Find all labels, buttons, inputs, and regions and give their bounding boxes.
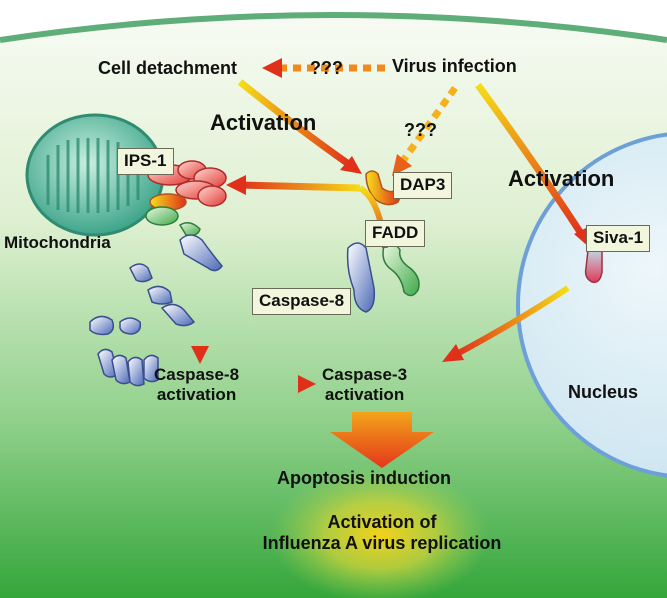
nucleus-label: Nucleus — [568, 382, 639, 402]
caspase8-activation-line2: activation — [156, 384, 237, 404]
replication-line1: Activation of — [327, 512, 437, 532]
caspase3-activation-line2: activation — [324, 384, 405, 404]
apoptosis-arrow — [330, 412, 434, 468]
arrowhead-detachment — [262, 58, 282, 78]
arrowhead-casp3 — [298, 375, 316, 393]
arrow-siva1-to-casp3 — [453, 285, 570, 358]
unknown-link-label-1: ??? — [310, 58, 343, 78]
caspase8-activation-line1: Caspase-8 — [154, 365, 240, 384]
arrow-detachment-to-dap3 — [237, 79, 353, 168]
arrow-virus-to-siva1 — [475, 82, 585, 237]
replication-glow — [270, 467, 490, 598]
dotted-arrow-virus-to-dap3 — [397, 85, 458, 168]
caspase3-activation-line1: Caspase-3 — [322, 365, 408, 384]
ips1-label-box: IPS-1 — [117, 148, 174, 175]
arrowhead-siva-casp3 — [442, 344, 464, 362]
siva1-label-box: Siva-1 — [586, 225, 651, 252]
replication-line2: Influenza A virus replication — [262, 532, 502, 553]
cell-membrane — [0, 12, 667, 43]
mitochondria-shape — [25, 113, 165, 237]
mitochondria-label: Mitochondria — [4, 233, 111, 252]
caspase8-label-box: Caspase-8 — [252, 288, 352, 315]
caspase3-activation-label: Caspase-3 activation — [322, 365, 407, 404]
fadd-protein — [382, 243, 420, 297]
arrowhead-dap3-dotted — [392, 154, 412, 176]
activation-label-right: Activation — [508, 166, 615, 191]
nucleus-shape — [516, 132, 667, 478]
replication-label: Activation of Influenza A virus replicat… — [262, 512, 502, 553]
arrow-dap3-to-ips1 — [239, 181, 361, 192]
apoptosis-induction-label: Apoptosis induction — [277, 468, 451, 488]
siva1-protein — [584, 246, 603, 284]
arrowhead-ips1 — [226, 175, 246, 195]
arrowhead-activation-dap3 — [340, 156, 362, 174]
arrowhead-caspase8-activation — [191, 346, 209, 364]
unknown-link-label-2: ??? — [404, 120, 437, 140]
activation-label-left: Activation — [210, 110, 317, 135]
fadd-label-box: FADD — [365, 220, 426, 247]
dap3-label-box: DAP3 — [393, 172, 453, 199]
cell-detachment-label: Cell detachment — [98, 58, 238, 78]
caspase8-protein-center — [346, 242, 376, 313]
caspase8-activation-label: Caspase-8 activation — [154, 365, 239, 404]
virus-infection-label: Virus infection — [392, 56, 517, 76]
